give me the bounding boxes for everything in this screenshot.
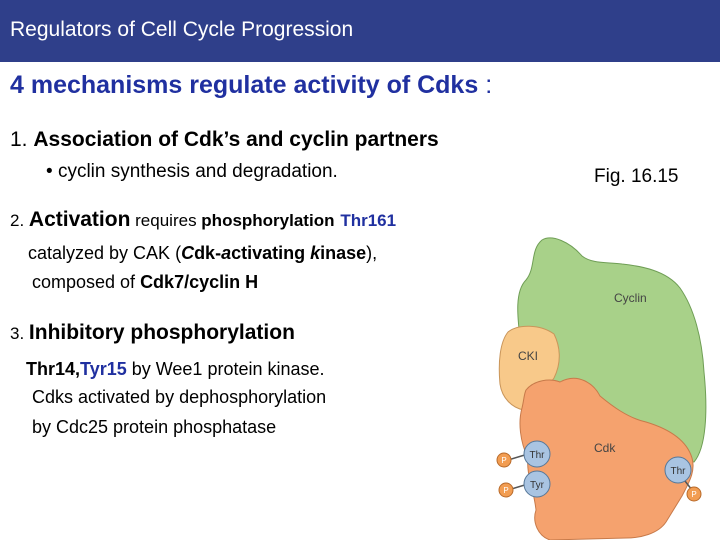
item-2-site: Thr161: [340, 211, 397, 230]
cak-dk: dk-: [194, 243, 222, 263]
item-3-sites-line: Thr14,Tyr15 by Wee1 protein kinase.: [26, 359, 325, 380]
heading-text: 4 mechanisms regulate activity of Cdks: [10, 71, 479, 99]
item-2-cdk7: Cdk7/cyclin H: [140, 272, 259, 292]
item-1-title: Association of Cdk’s and cyclin partners: [33, 128, 439, 151]
cak-letter-k: k: [310, 243, 321, 263]
item-3-line-2: Cdks activated by dephosphorylation: [32, 387, 327, 407]
cki-label: CKI: [518, 349, 538, 363]
cyclin-label: Cyclin: [614, 291, 647, 305]
item-1-bullet-text: cyclin synthesis and degradation.: [57, 161, 338, 182]
phosphate-thr: [496, 452, 512, 468]
phosphate-tyr: [498, 482, 514, 498]
cak-letter-a: a: [221, 243, 232, 263]
cak-inase: inase: [320, 243, 367, 263]
cdk-label: Cdk: [594, 441, 616, 455]
item-3-number: 3.: [10, 324, 29, 343]
tyr-label: Tyr: [530, 480, 545, 491]
title-bar: Regulators of Cell Cycle Progression: [0, 0, 720, 62]
item-2-title: Activation: [28, 208, 131, 231]
item-2-composed-line: composed of Cdk7/cyclin H: [32, 272, 258, 293]
item-2-number: 2.: [10, 211, 29, 230]
item-3-tyr15: Tyr15: [80, 359, 127, 379]
cdk-cyclin-diagram: Cyclin CKI Cdk Thr Tyr Thr P P P: [496, 237, 707, 540]
item-2-phosphorylation: phosphorylation: [201, 211, 335, 230]
item-3-line-3: by Cdc25 protein phosphatase: [32, 417, 277, 437]
item-1-line: 1. Association of Cdk’s and cyclin partn…: [10, 128, 439, 152]
phosphate-thr-right: [686, 486, 702, 502]
phosphate-thr-label: P: [501, 456, 506, 465]
bullet-glyph: •: [46, 161, 53, 182]
thr-right-site: [664, 456, 692, 484]
cak-ctivating: ctivating: [231, 243, 311, 263]
item-3-wee1: by Wee1 protein kinase.: [126, 359, 325, 379]
item-2-requires: requires: [130, 211, 202, 230]
heading-colon: :: [478, 71, 493, 99]
item-3-line: 3. Inhibitory phosphorylation: [10, 321, 295, 345]
cak-letter-c: C: [181, 243, 195, 263]
item-2-cak-line: catalyzed by CAK (Cdk-activating kinase)…: [28, 243, 377, 264]
item-3-thr14: Thr14,: [26, 359, 81, 379]
thr-site: [523, 440, 551, 468]
thr-label: Thr: [530, 450, 546, 461]
main-heading: 4 mechanisms regulate activity of Cdks :: [10, 71, 492, 100]
cdk-shape: [519, 377, 694, 540]
tyr-site: [523, 470, 551, 498]
phosphate-thr-right-label: P: [691, 490, 696, 499]
item-1-bullet-line: • cyclin synthesis and degradation.: [46, 161, 338, 183]
figure-reference: Fig. 16.15: [594, 166, 679, 187]
item-1-number: 1.: [10, 128, 34, 151]
item-2-line: 2. Activation requires phosphorylation T…: [10, 208, 396, 232]
thr-right-label: Thr: [671, 466, 687, 477]
slide-title: Regulators of Cell Cycle Progression: [10, 18, 354, 41]
item-2-catalyzed: catalyzed by CAK (: [28, 243, 182, 263]
phosphate-tyr-label: P: [503, 486, 508, 495]
item-2-composed: composed of: [32, 272, 141, 292]
item-3-title: Inhibitory phosphorylation: [28, 321, 295, 344]
item-2-close: ),: [366, 243, 378, 263]
